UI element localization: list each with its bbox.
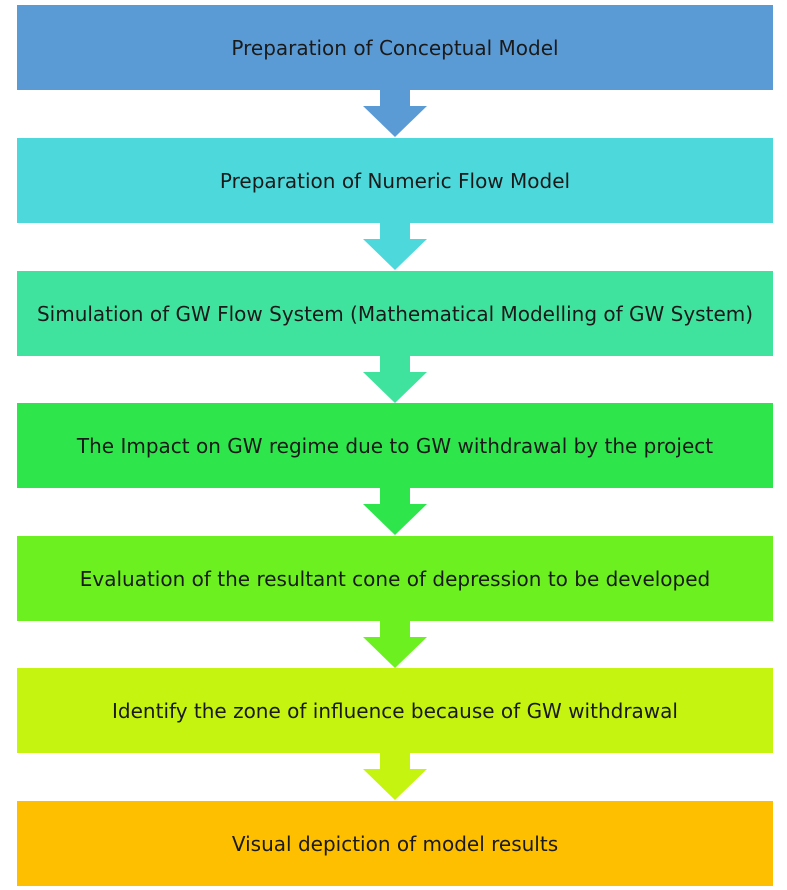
step-label: Simulation of GW Flow System (Mathematic… (36, 301, 754, 326)
step-zone-of-influence: Identify the zone of influence because o… (17, 668, 773, 753)
step-simulation-gw-flow: Simulation of GW Flow System (Mathematic… (17, 271, 773, 356)
step-cone-of-depression: Evaluation of the resultant cone of depr… (17, 536, 773, 621)
step-numeric-flow-model: Preparation of Numeric Flow Model (17, 138, 773, 223)
down-arrow-icon (363, 90, 427, 137)
down-arrow-icon (363, 488, 427, 535)
step-label: Evaluation of the resultant cone of depr… (79, 566, 711, 591)
step-label: The Impact on GW regime due to GW withdr… (76, 433, 714, 458)
down-arrow-icon (363, 753, 427, 800)
step-label: Visual depiction of model results (231, 831, 559, 856)
step-visual-depiction: Visual depiction of model results (17, 801, 773, 886)
step-label: Preparation of Conceptual Model (231, 35, 559, 60)
down-arrow-icon (363, 621, 427, 668)
step-label: Preparation of Numeric Flow Model (219, 168, 571, 193)
step-impact-gw-regime: The Impact on GW regime due to GW withdr… (17, 403, 773, 488)
step-conceptual-model: Preparation of Conceptual Model (17, 5, 773, 90)
step-label: Identify the zone of influence because o… (112, 698, 678, 723)
down-arrow-icon (363, 356, 427, 403)
down-arrow-icon (363, 223, 427, 270)
